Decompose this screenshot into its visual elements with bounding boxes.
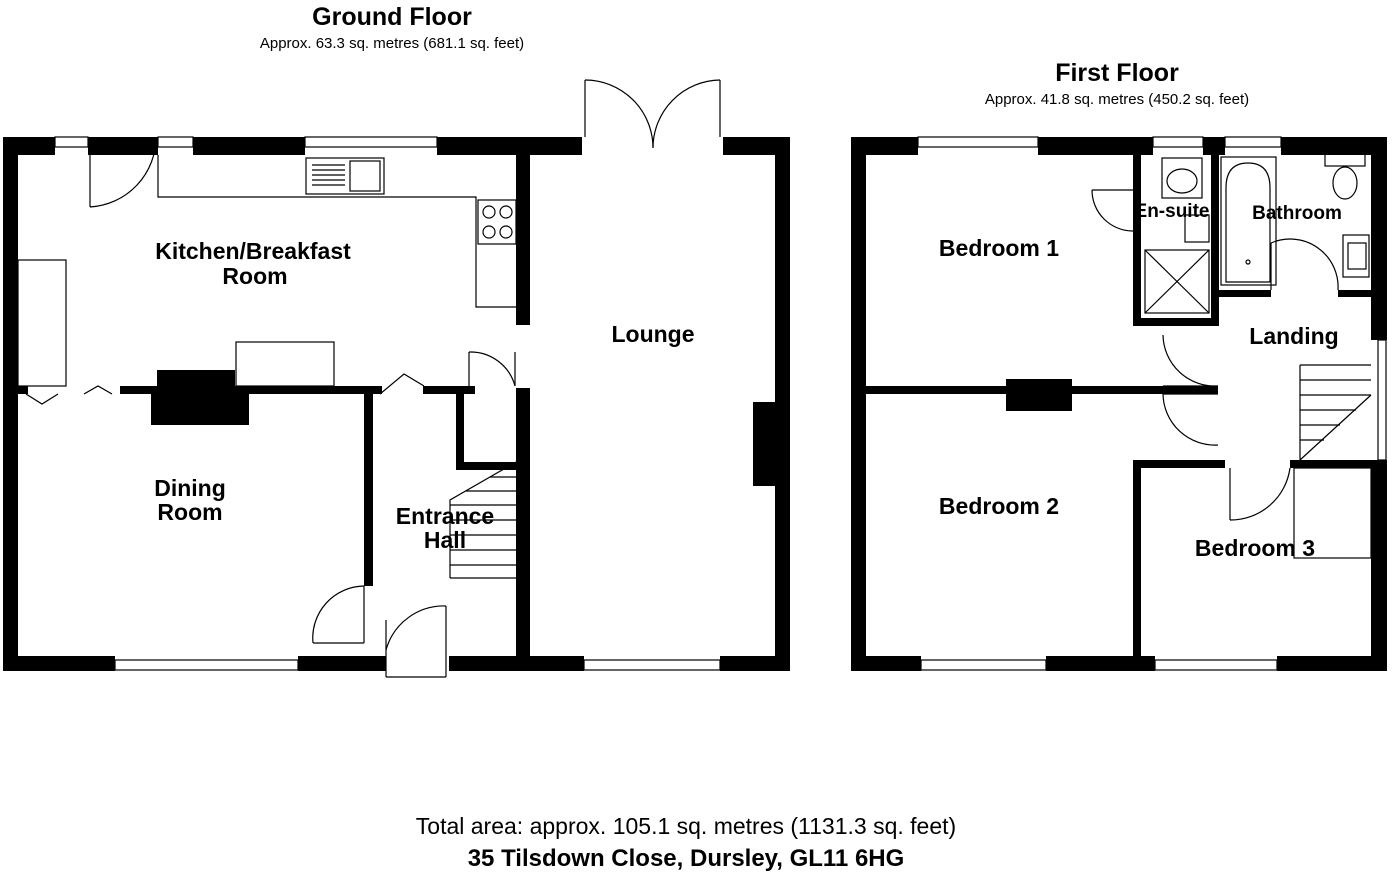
kitchen-units bbox=[17, 155, 517, 387]
bedroom-1-label: Bedroom 1 bbox=[939, 235, 1059, 261]
lounge-label: Lounge bbox=[611, 321, 694, 347]
landing-label: Landing bbox=[1249, 323, 1338, 349]
first-floor-walls bbox=[851, 137, 1387, 671]
ensuite-label: En-suite bbox=[1135, 201, 1210, 222]
entrance-hall-label-line2: Hall bbox=[424, 527, 466, 553]
ground-floor-title: Ground Floor bbox=[312, 3, 472, 31]
ground-floor-area: Approx. 63.3 sq. metres (681.1 sq. feet) bbox=[259, 35, 525, 52]
bathroom-fittings bbox=[1144, 153, 1370, 314]
dining-room-label: Dining bbox=[154, 475, 226, 501]
kitchen-label: Kitchen/Breakfast bbox=[155, 238, 351, 264]
first-floor-area: Approx. 41.8 sq. metres (450.2 sq. feet) bbox=[984, 91, 1250, 108]
ground-floor-stairs bbox=[449, 461, 517, 579]
first-floor-plan: Bedroom 1 En-suite Bathroom Landing Bedr… bbox=[851, 136, 1387, 671]
property-address: 35 Tilsdown Close, Dursley, GL11 6HG bbox=[467, 845, 905, 872]
ground-floor-walls bbox=[3, 137, 790, 671]
first-floor-stairs bbox=[1299, 364, 1372, 461]
entrance-hall-label: Entrance bbox=[396, 503, 494, 529]
ground-floor-plan: Kitchen/Breakfast Room Lounge Dining Roo… bbox=[3, 79, 790, 678]
first-floor-windows bbox=[917, 136, 1387, 671]
total-area: Total area: approx. 105.1 sq. metres (11… bbox=[415, 813, 957, 839]
dining-room-label-line2: Room bbox=[157, 499, 222, 525]
first-floor-title: First Floor bbox=[1055, 59, 1179, 87]
kitchen-label-line2: Room bbox=[222, 263, 287, 289]
bedroom-2-label: Bedroom 2 bbox=[939, 493, 1059, 519]
first-floor-doors bbox=[1091, 189, 1372, 559]
ground-floor-doors bbox=[25, 79, 721, 678]
ground-floor-windows bbox=[54, 136, 721, 671]
bedroom-3-label: Bedroom 3 bbox=[1195, 535, 1315, 561]
bathroom-label: Bathroom bbox=[1252, 203, 1342, 224]
